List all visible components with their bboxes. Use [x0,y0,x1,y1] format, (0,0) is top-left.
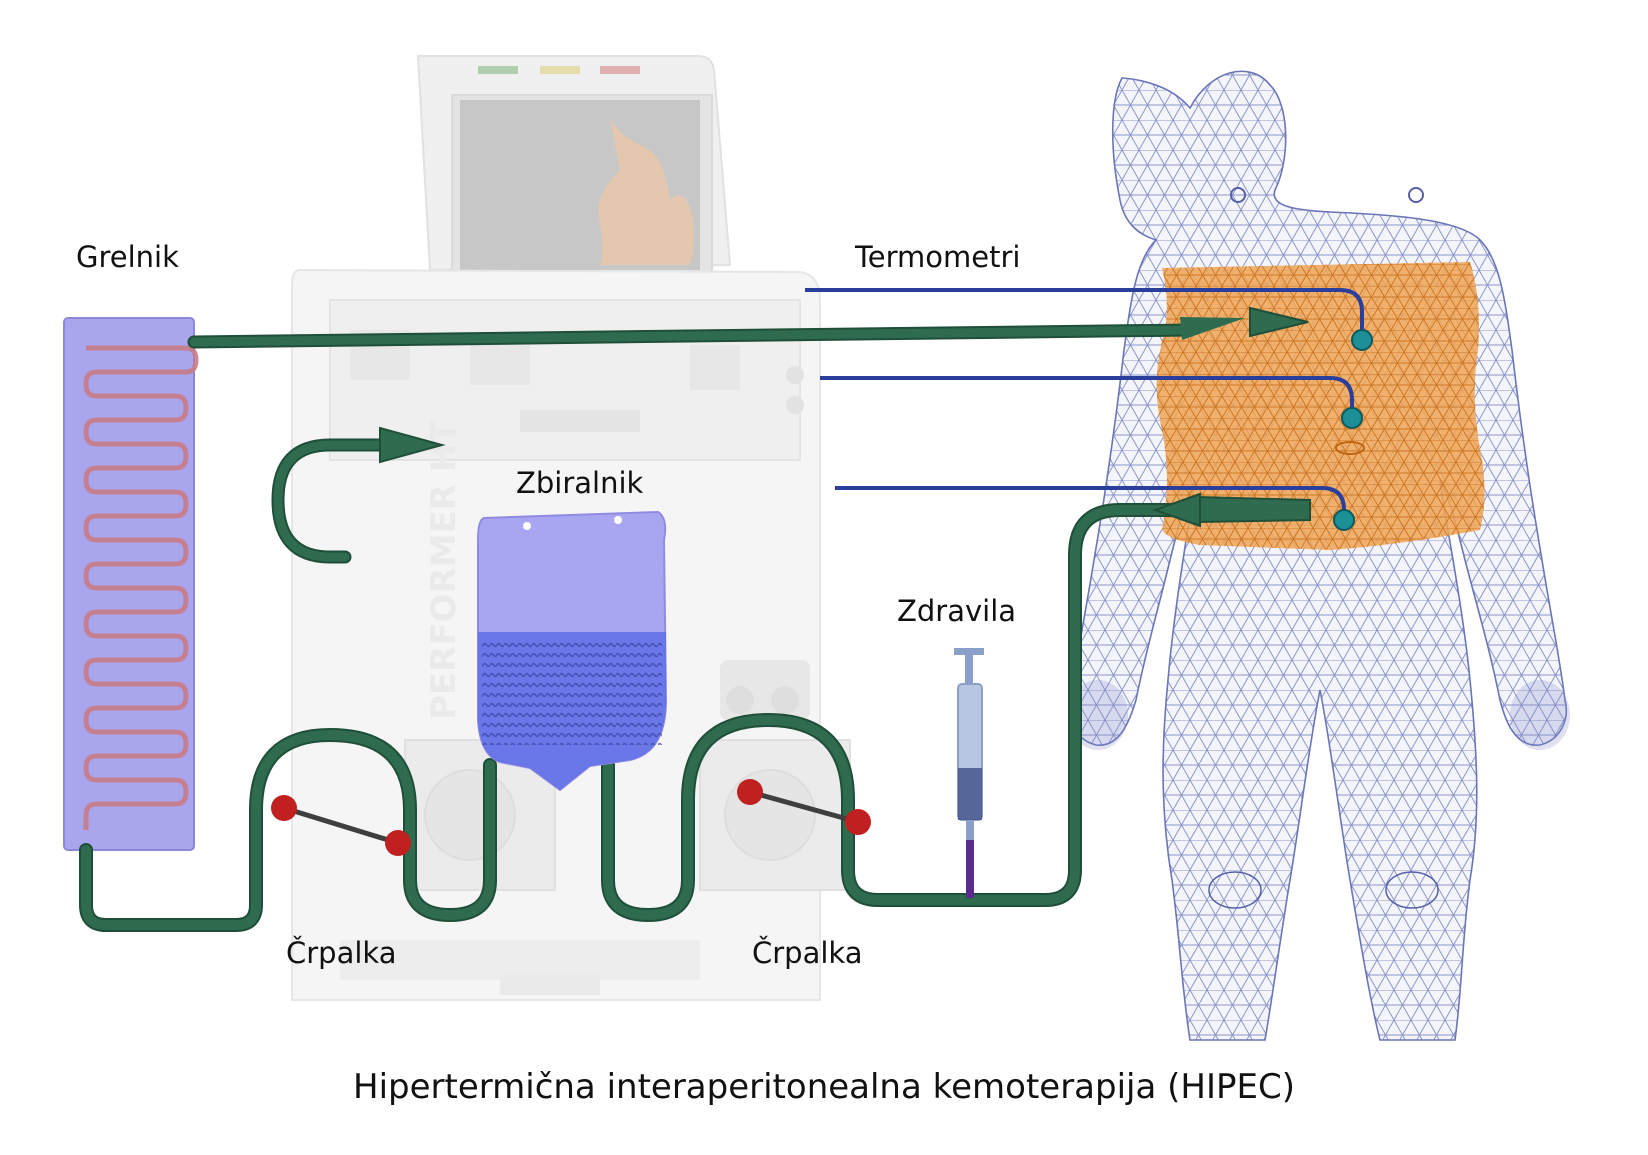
thermometers-label: Termometri [855,240,1021,274]
abdomen-region [1156,262,1485,550]
syringe-icon [954,648,984,898]
flow-arrow [379,426,446,464]
flow-arrow [1249,306,1309,338]
flow-arrows [379,306,1311,528]
pump-right-label: Črpalka [752,936,863,970]
heater-label: Grelnik [76,240,179,274]
thermometer-tip [1333,509,1355,531]
reservoir-label: Zbiralnik [516,466,644,500]
drugs-label: Zdravila [897,594,1017,628]
peristaltic-pump-icon [271,795,411,856]
perfusion-tubing [79,323,1197,932]
thermometer-tip [1341,407,1363,429]
peristaltic-pump-icon [737,779,871,835]
machine-brand-text: PERFORMER HT [424,420,464,720]
diagram-caption: Hipertermična interaperitonealna kemoter… [353,1067,1295,1107]
human-body-mesh-icon [1068,70,1570,1041]
fluid-bag-icon [477,510,668,792]
flow-arrow [1197,495,1311,524]
flow-arrow [1180,317,1245,340]
pump-left-label: Črpalka [286,936,397,970]
heater-coil-icon [63,317,199,851]
thermometer-tips [1333,329,1373,531]
flow-arrow [1152,492,1201,528]
thermometer-tip [1351,329,1373,351]
